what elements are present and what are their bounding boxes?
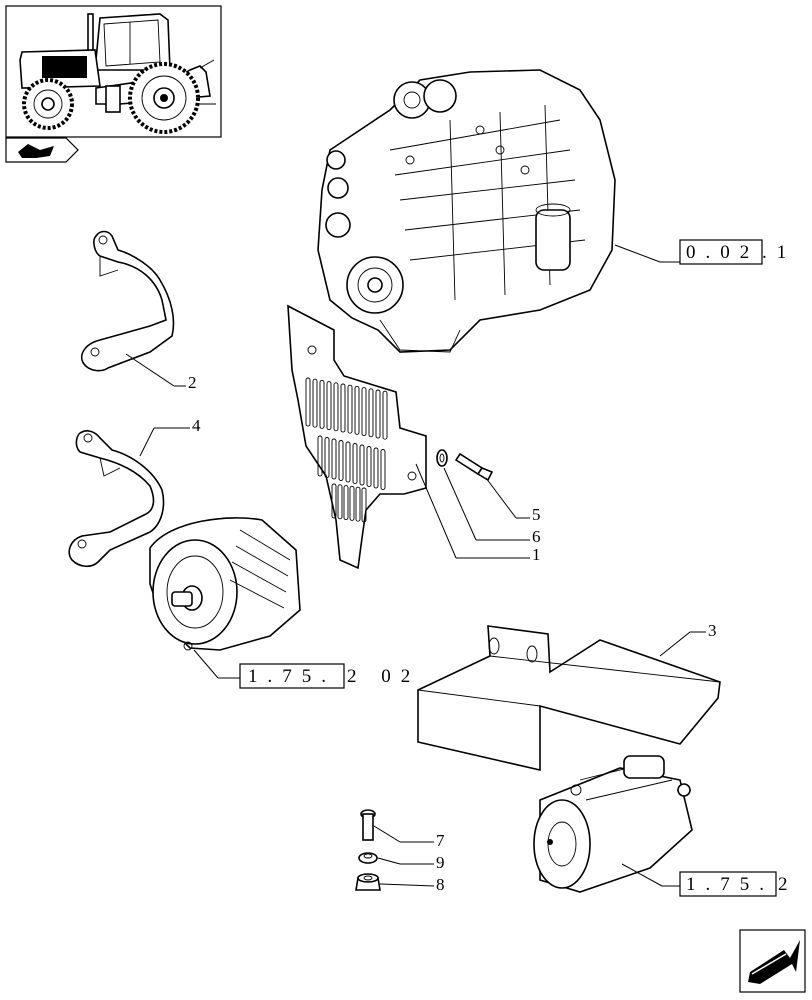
heat-shield-slot	[368, 388, 374, 438]
heat-shield-1	[287, 304, 427, 570]
heat-shield-slots	[305, 377, 388, 523]
heat-shield-slot	[361, 487, 367, 523]
heat-shield-slot	[333, 382, 339, 432]
starter-reference-box[interactable]	[679, 871, 777, 897]
bolt-5	[454, 452, 494, 482]
heat-shield-slot	[361, 387, 367, 437]
heat-shield-slot	[373, 447, 379, 489]
heat-shield-slot	[317, 435, 323, 477]
heat-shield-slot	[331, 438, 337, 480]
callout-6: 6	[532, 527, 541, 546]
heat-shield-slot	[347, 384, 353, 434]
alternator-reference-boxed: 1.75.	[248, 666, 336, 687]
heat-shield-slot	[326, 381, 332, 431]
heat-shield-slot	[312, 378, 318, 428]
engine-reference-box[interactable]	[679, 239, 763, 265]
next-page-arrow-icon[interactable]	[739, 929, 806, 993]
heat-shield-slot	[354, 385, 360, 435]
heat-shield-slot	[366, 446, 372, 487]
starter-reference-tail: 2	[778, 874, 798, 895]
callout-4: 4	[192, 416, 201, 435]
heat-shield-slot	[305, 377, 311, 427]
shield-3	[417, 625, 721, 772]
washer-9	[358, 852, 378, 864]
heat-shield-slot	[352, 443, 358, 484]
heat-shield-slot	[380, 449, 386, 490]
starter-motor	[533, 755, 693, 893]
alternator-reference-box[interactable]	[239, 663, 345, 689]
callout-8: 8	[436, 875, 445, 894]
washer-6	[436, 449, 448, 467]
alternator	[149, 517, 301, 651]
heat-shield-slot	[345, 441, 351, 483]
alternator-reference-tail: 2 02	[347, 666, 420, 687]
bracket-4	[68, 430, 165, 568]
tractor-icon	[19, 13, 216, 134]
heat-shield-slot	[355, 486, 361, 522]
heat-shield-slot	[349, 485, 355, 521]
engine-reference-tail: .1	[762, 242, 796, 263]
tractor-thumbnail[interactable]	[5, 5, 222, 138]
engine-reference-boxed: 0.02	[686, 242, 759, 263]
bracket-2	[80, 230, 175, 372]
heat-shield-slot	[340, 383, 346, 433]
heat-shield-slot	[338, 440, 344, 481]
heat-shield-slot	[343, 485, 349, 521]
book-arrow-icon[interactable]	[5, 137, 79, 163]
callout-9: 9	[436, 853, 445, 872]
callout-5: 5	[532, 505, 541, 524]
heat-shield-slot	[337, 484, 343, 520]
callout-7: 7	[436, 831, 445, 850]
callout-1: 1	[532, 545, 541, 564]
heat-shield-slot	[319, 379, 325, 429]
engine-assembly	[317, 69, 616, 353]
heat-shield-slot	[375, 389, 381, 439]
heat-shield-slot	[382, 390, 388, 440]
bolt-7	[360, 809, 376, 841]
callout-3: 3	[708, 621, 717, 640]
callout-2: 2	[188, 373, 197, 392]
heat-shield-slot	[359, 444, 365, 486]
nut-8	[355, 873, 381, 891]
heat-shield-slot	[324, 437, 330, 478]
starter-reference-boxed: 1.75.	[686, 874, 774, 895]
heat-shield-slot	[331, 483, 337, 519]
